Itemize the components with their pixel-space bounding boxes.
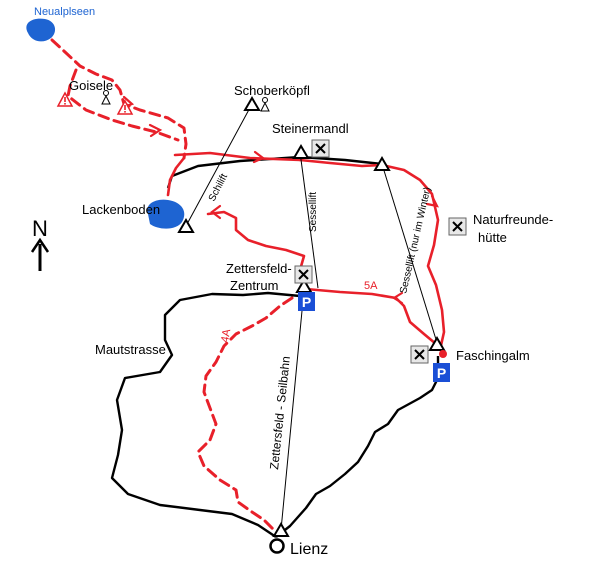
- faschingalm-road: [275, 356, 440, 538]
- sessellift-winter-label: Sessellift (nur im Winter): [398, 186, 433, 295]
- steinermandl-label: Steinermandl: [272, 121, 349, 136]
- sessellift-winter-line: [381, 163, 439, 347]
- lackenboden-label: Lackenboden: [82, 202, 160, 217]
- mautstrasse-road: [110, 291, 301, 538]
- summit-triangle-icon: [177, 96, 446, 537]
- goisele-trail: [50, 38, 188, 160]
- route-4a-trail: [196, 296, 294, 532]
- north-arrow-icon: [30, 237, 50, 271]
- route-4a-label: 4A: [219, 328, 233, 344]
- seilbahn-line: [280, 289, 305, 531]
- zentrum-trail: [206, 210, 308, 286]
- neualplseen-label: Neualplseen: [34, 6, 95, 18]
- zettersfeld-label-2: Zentrum: [230, 278, 278, 293]
- sessellift-steinermandl-line: [299, 151, 319, 289]
- faschingalm-dot: [439, 350, 447, 358]
- trail-arrows: [120, 95, 439, 305]
- east-trail: [298, 158, 446, 352]
- sessellift-steinermandl-label: Sessellift: [308, 192, 319, 232]
- route-5a-trail: [304, 287, 438, 346]
- naturfreunde-label-2: hütte: [478, 230, 507, 245]
- goisele-label: Goisele: [69, 78, 113, 93]
- parking-icon: [298, 292, 450, 382]
- restaurant-icon: [294, 139, 467, 364]
- goisele-loop-trail: [66, 68, 180, 142]
- lienz-label: Lienz: [290, 541, 328, 558]
- steinermandl-trail: [173, 151, 302, 162]
- warning-icon-mark: [64, 97, 126, 113]
- naturfreunde-label-1: Naturfreunde-: [473, 212, 553, 227]
- schilift-line: [185, 103, 253, 227]
- lackenboden-lake: [147, 199, 185, 229]
- warning-icon: [56, 91, 134, 115]
- route-5a-label: 5A: [364, 280, 378, 292]
- compass-north-label: N: [32, 216, 48, 241]
- zettersfeld-label-1: Zettersfeld-: [226, 261, 292, 276]
- parking-label-faschingalm: P: [437, 365, 446, 381]
- neualplseen-lake: [26, 18, 56, 42]
- lienz-marker: [269, 538, 285, 554]
- lackenboden-trail: [166, 156, 186, 197]
- hut-icon: [101, 90, 270, 112]
- parking-label-zentrum: P: [302, 294, 311, 310]
- schilift-label: Schilift: [207, 172, 230, 203]
- seilbahn-label: Zettersfeld - Seilbahn: [267, 355, 293, 470]
- faschingalm-label: Faschingalm: [456, 348, 530, 363]
- mautstrasse-label: Mautstrasse: [95, 342, 166, 357]
- upper-road: [166, 155, 383, 189]
- schoberkoepfl-label: Schoberköpfl: [234, 83, 310, 98]
